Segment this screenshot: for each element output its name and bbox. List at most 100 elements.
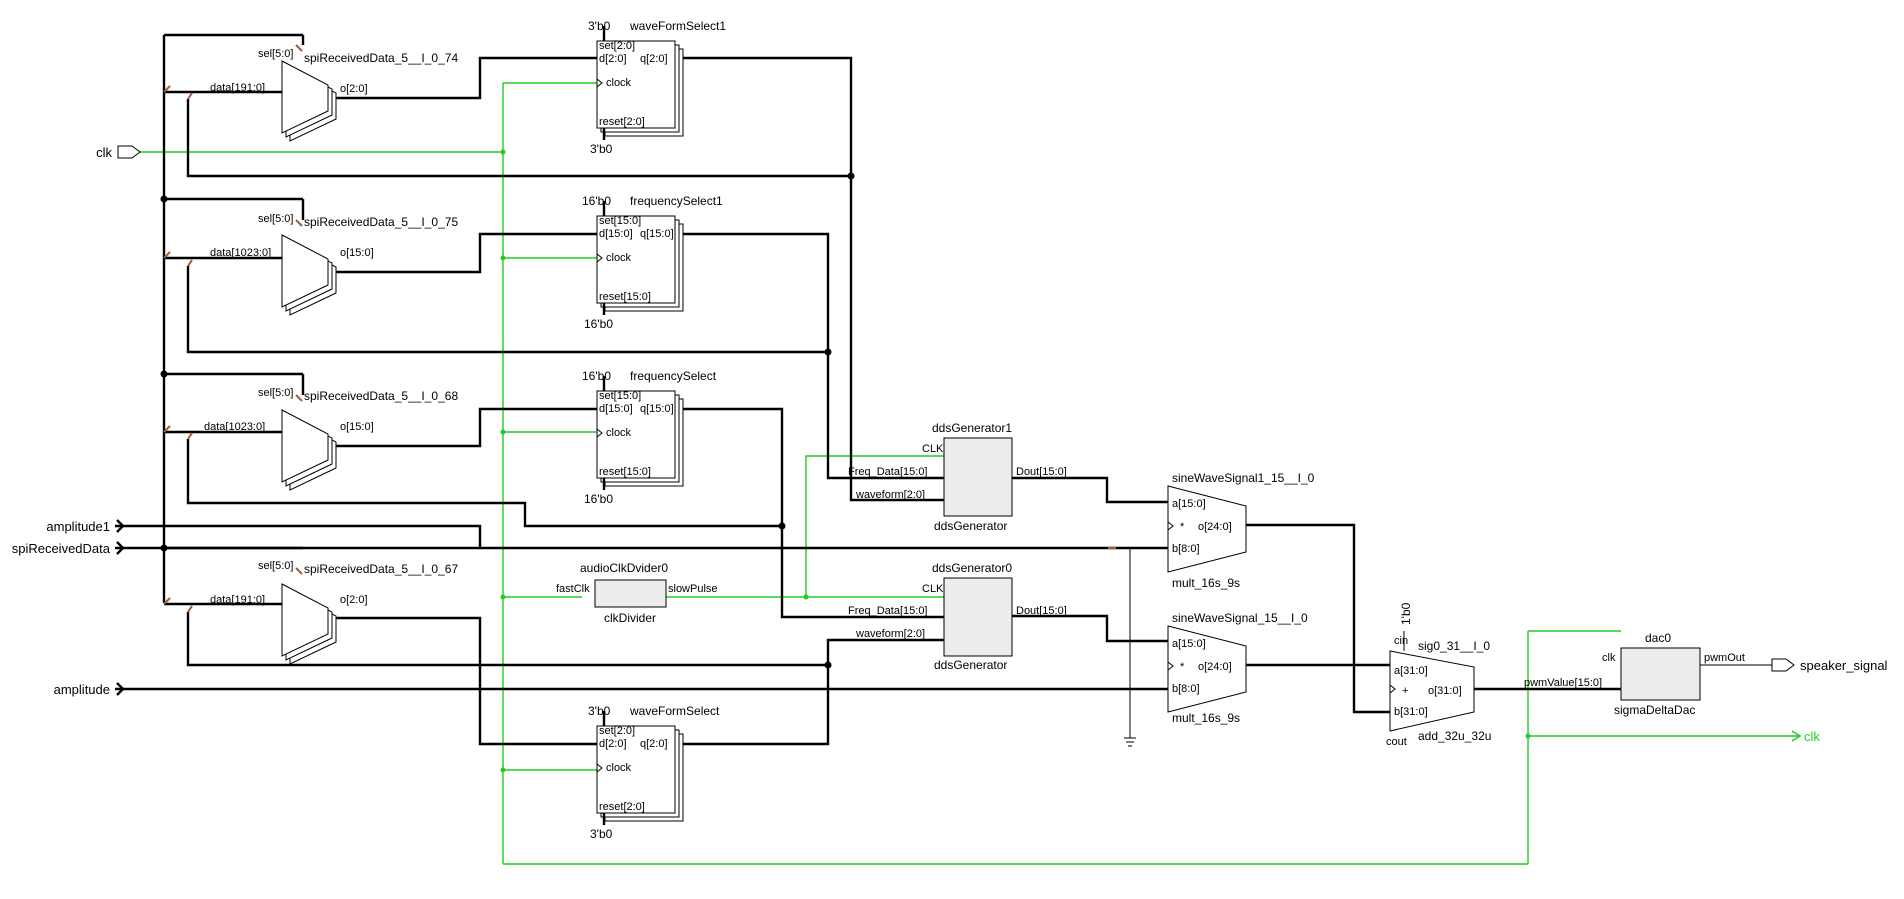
dds-freq-pin: Freq_Data[15:0] bbox=[848, 466, 928, 478]
register-const-top: 16'b0 bbox=[582, 369, 611, 383]
port-amplitude-label: amplitude bbox=[54, 682, 110, 697]
register-waveFormSelect[interactable]: 3'b0 waveFormSelect set[2:0] d[2:0] q[2:… bbox=[588, 704, 720, 841]
register-clock-pin: clock bbox=[606, 427, 632, 439]
register-d-pin: d[15:0] bbox=[599, 228, 633, 240]
register-const-bottom: 3'b0 bbox=[590, 142, 613, 156]
dac-pwmValue-pin: pwmValue[15:0] bbox=[1524, 677, 1602, 689]
register-q-pin: q[2:0] bbox=[640, 53, 668, 65]
register-const-top: 3'b0 bbox=[588, 704, 611, 718]
mult-out-pin: o[24:0] bbox=[1198, 521, 1232, 533]
register-q-pin: q[2:0] bbox=[640, 738, 668, 750]
mult-instance: sineWaveSignal1_15__I_0 bbox=[1172, 471, 1315, 485]
register-reset-pin: reset[15:0] bbox=[599, 466, 651, 478]
port-spiReceivedData[interactable]: spiReceivedData bbox=[12, 541, 125, 556]
mux-data-pin: data[191:0] bbox=[210, 82, 265, 94]
adder-const: 1'b0 bbox=[1399, 602, 1413, 625]
mux-out-pin: o[2:0] bbox=[340, 83, 368, 95]
register-frequencySelect[interactable]: 16'b0 frequencySelect set[15:0] d[15:0] … bbox=[582, 369, 717, 506]
register-clock-pin: clock bbox=[606, 77, 632, 89]
mux-sel-pin: sel[5:0] bbox=[258, 560, 293, 572]
port-clk[interactable]: clk bbox=[96, 145, 141, 160]
mux-name: spiReceivedData_5__I_0_75 bbox=[304, 215, 458, 229]
adder-op: + bbox=[1402, 685, 1408, 697]
register-waveFormSelect1[interactable]: 3'b0 waveFormSelect1 set[2:0] d[2:0] q[2… bbox=[588, 19, 726, 156]
clkdiv-out-pin: slowPulse bbox=[668, 583, 718, 595]
mux-data-pin: data[1023:0] bbox=[204, 421, 265, 433]
adder-b-pin: b[31:0] bbox=[1394, 706, 1428, 718]
register-name: frequencySelect1 bbox=[630, 194, 723, 208]
mux-name: spiReceivedData_5__I_0_68 bbox=[304, 389, 458, 403]
register-set-pin: set[15:0] bbox=[599, 215, 641, 227]
dds-clk-pin: CLK bbox=[922, 583, 944, 595]
dds-freq-pin: Freq_Data[15:0] bbox=[848, 605, 928, 617]
mult-sineWaveSignal_15__I_0[interactable]: sineWaveSignal_15__I_0 a[15:0] * o[24:0]… bbox=[1167, 611, 1308, 725]
dds-waveform-pin: waveform[2:0] bbox=[855, 489, 925, 501]
adder-cout-pin: cout bbox=[1386, 736, 1407, 748]
mux-spiReceivedData_5__I_0_68[interactable]: spiReceivedData_5__I_0_68 sel[5:0] data[… bbox=[204, 387, 458, 491]
adder-cin-pin: cin bbox=[1394, 635, 1408, 647]
register-d-pin: d[15:0] bbox=[599, 403, 633, 415]
dds-clk-pin: CLK bbox=[922, 443, 944, 455]
port-speaker_signal[interactable]: speaker_signal bbox=[1771, 658, 1888, 673]
register-name: waveFormSelect bbox=[629, 704, 720, 718]
port-amplitude1[interactable]: amplitude1 bbox=[46, 519, 125, 534]
mux-name: spiReceivedData_5__I_0_74 bbox=[304, 51, 458, 65]
register-d-pin: d[2:0] bbox=[599, 53, 627, 65]
adder-out-pin: o[31:0] bbox=[1428, 685, 1462, 697]
dac-clk-pin: clk bbox=[1602, 652, 1616, 664]
mult-type: mult_16s_9s bbox=[1172, 576, 1240, 590]
port-clk-label: clk bbox=[96, 145, 112, 160]
register-const-top: 3'b0 bbox=[588, 19, 611, 33]
register-name: waveFormSelect1 bbox=[629, 19, 726, 33]
register-frequencySelect1[interactable]: 16'b0 frequencySelect1 set[15:0] d[15:0]… bbox=[582, 194, 723, 331]
mux-sel-pin: sel[5:0] bbox=[258, 387, 293, 399]
port-clk-out[interactable]: clk bbox=[1804, 729, 1820, 744]
dds-ddsGenerator1[interactable]: ddsGenerator1 CLK Freq_Data[15:0] wavefo… bbox=[848, 421, 1067, 533]
mux-spiReceivedData_5__I_0_67[interactable]: spiReceivedData_5__I_0_67 sel[5:0] data[… bbox=[210, 560, 458, 665]
register-const-bottom: 16'b0 bbox=[584, 492, 613, 506]
adder-instance: sig0_31__I_0 bbox=[1418, 639, 1490, 653]
adder-a-pin: a[31:0] bbox=[1394, 665, 1428, 677]
mult-op: * bbox=[1180, 521, 1185, 533]
port-clk-out-label: clk bbox=[1804, 729, 1820, 744]
register-const-bottom: 16'b0 bbox=[584, 317, 613, 331]
dds-ddsGenerator0[interactable]: ddsGenerator0 CLK Freq_Data[15:0] wavefo… bbox=[848, 561, 1067, 672]
mux-data-pin: data[191:0] bbox=[210, 594, 265, 606]
adder-sig0_31__I_0[interactable]: 1'b0 cin sig0_31__I_0 a[31:0] + o[31:0] … bbox=[1386, 602, 1491, 748]
mult-op: * bbox=[1180, 661, 1185, 673]
dds-type: ddsGenerator bbox=[934, 658, 1007, 672]
register-reset-pin: reset[2:0] bbox=[599, 801, 645, 813]
mult-a-pin: a[15:0] bbox=[1172, 638, 1206, 650]
mux-spiReceivedData_5__I_0_75[interactable]: spiReceivedData_5__I_0_75 sel[5:0] data[… bbox=[210, 213, 458, 316]
dds-dout-pin: Dout[15:0] bbox=[1016, 605, 1067, 617]
register-const-bottom: 3'b0 bbox=[590, 827, 613, 841]
mult-sineWaveSignal1_15__I_0[interactable]: sineWaveSignal1_15__I_0 a[15:0] * o[24:0… bbox=[1167, 471, 1315, 590]
adder-type: add_32u_32u bbox=[1418, 729, 1491, 743]
dac-pwmOut-pin: pwmOut bbox=[1704, 652, 1745, 664]
mult-type: mult_16s_9s bbox=[1172, 711, 1240, 725]
clkdiv-instance: audioClkDvider0 bbox=[580, 561, 668, 575]
mult-b-pin: b[8:0] bbox=[1172, 543, 1200, 555]
dac-instance: dac0 bbox=[1645, 631, 1671, 645]
register-clock-pin: clock bbox=[606, 762, 632, 774]
port-amplitude[interactable]: amplitude bbox=[54, 682, 125, 697]
mult-b-pin: b[8:0] bbox=[1172, 683, 1200, 695]
mux-sel-pin: sel[5:0] bbox=[258, 213, 293, 225]
clkdivider-audioClkDvider0[interactable]: audioClkDvider0 fastClk slowPulse clkDiv… bbox=[556, 561, 718, 625]
register-set-pin: set[2:0] bbox=[599, 40, 635, 52]
clkdiv-type: clkDivider bbox=[604, 611, 656, 625]
register-clock-pin: clock bbox=[606, 252, 632, 264]
mux-out-pin: o[15:0] bbox=[340, 421, 374, 433]
mux-data-pin: data[1023:0] bbox=[210, 247, 271, 259]
register-reset-pin: reset[15:0] bbox=[599, 291, 651, 303]
dac-dac0[interactable]: dac0 clk pwmValue[15:0] pwmOut sigmaDelt… bbox=[1524, 631, 1745, 717]
mux-spiReceivedData_5__I_0_74[interactable]: spiReceivedData_5__I_0_74 sel[5:0] data[… bbox=[210, 48, 458, 142]
port-spiReceivedData-label: spiReceivedData bbox=[12, 541, 111, 556]
mux-out-pin: o[2:0] bbox=[340, 594, 368, 606]
mux-name: spiReceivedData_5__I_0_67 bbox=[304, 562, 458, 576]
port-speaker_signal-label: speaker_signal bbox=[1800, 658, 1888, 673]
data-nets bbox=[115, 56, 1772, 747]
clkdiv-in-pin: fastClk bbox=[556, 583, 590, 595]
dds-type: ddsGenerator bbox=[934, 519, 1007, 533]
